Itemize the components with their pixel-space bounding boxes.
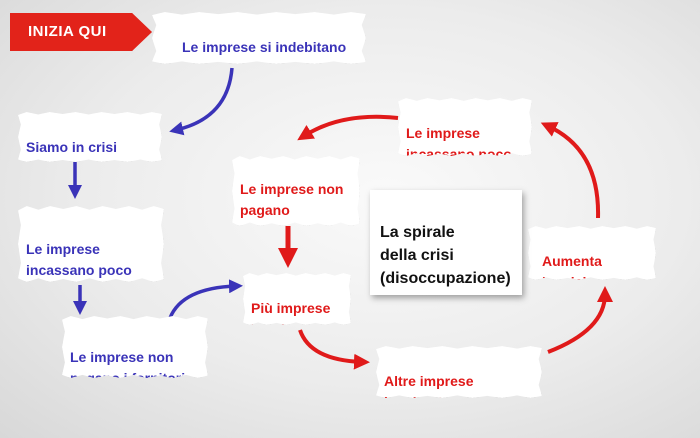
spiral-incassano-poco-text: Le imprese incassano poco [406, 125, 512, 162]
arrow-aumenta-to-incassano [540, 122, 601, 219]
spiral-non-pagano-fornitori: Le imprese non pagano i fornitori [232, 156, 360, 226]
spiral-title: La spirale della crisi (disoccupazione) [380, 224, 511, 287]
start-here-label: INIZIA QUI [10, 13, 152, 51]
arrow-banche-to-crisi [169, 67, 234, 136]
spiral-aumenta-la-crisi: Aumenta la crisi [528, 226, 656, 280]
arrow-altre-to-aumenta [547, 286, 613, 354]
step-non-pagano-left-text: Le imprese non pagano i fornitori [70, 349, 186, 386]
step-non-pagano-left: Le imprese non pagano i fornitori [62, 316, 208, 378]
spiral-piu-imprese-in-crisi: Più imprese in crisi [243, 273, 351, 325]
arrow-incassano-to-nonpagano [297, 114, 399, 141]
spiral-altre-imprese-indebitate: Altre imprese indebitate [376, 346, 542, 398]
spiral-title-box: La spirale della crisi (disoccupazione) [370, 190, 522, 295]
arrow-piu-crisi-to-altre [298, 329, 370, 370]
step-imprese-indebitano: Le imprese si indebitano con le banche [152, 12, 366, 64]
spiral-aumenta-la-crisi-text: Aumenta la crisi [542, 253, 602, 290]
arrow-fornitori-to-piu-crisi [168, 279, 243, 319]
step-incassano-poco-left-text: Le imprese incassano poco [26, 241, 132, 278]
spiral-incassano-poco: Le imprese incassano poco [398, 98, 532, 156]
step-siamo-in-crisi: Siamo in crisi economica [18, 112, 162, 162]
step-incassano-poco-left: Le imprese incassano poco [18, 206, 164, 282]
spiral-altre-imprese-indebitate-text: Altre imprese indebitate [384, 373, 474, 410]
step-imprese-indebitano-text: Le imprese si indebitano con le banche [182, 39, 347, 76]
